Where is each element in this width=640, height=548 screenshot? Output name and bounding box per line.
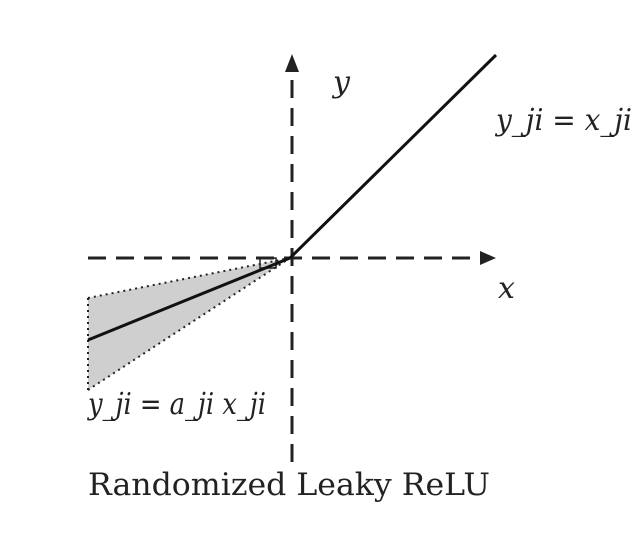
positive-function-label: y_ji = x_ji bbox=[494, 103, 632, 138]
lower-bound-dotted-line bbox=[87, 257, 291, 391]
x-axis-label: x bbox=[498, 271, 515, 306]
y-axis-label: y bbox=[331, 65, 351, 100]
positive-slope-line bbox=[288, 53, 498, 260]
x-axis-arrowhead bbox=[480, 251, 496, 265]
negative-slope-line bbox=[87, 256, 291, 342]
negative-function-label: y_ji = a_ji x_ji bbox=[86, 387, 266, 422]
upper-bound-dotted-line bbox=[87, 257, 291, 299]
y-axis-arrowhead bbox=[285, 54, 299, 72]
diagram-caption: Randomized Leaky ReLU bbox=[88, 467, 490, 503]
